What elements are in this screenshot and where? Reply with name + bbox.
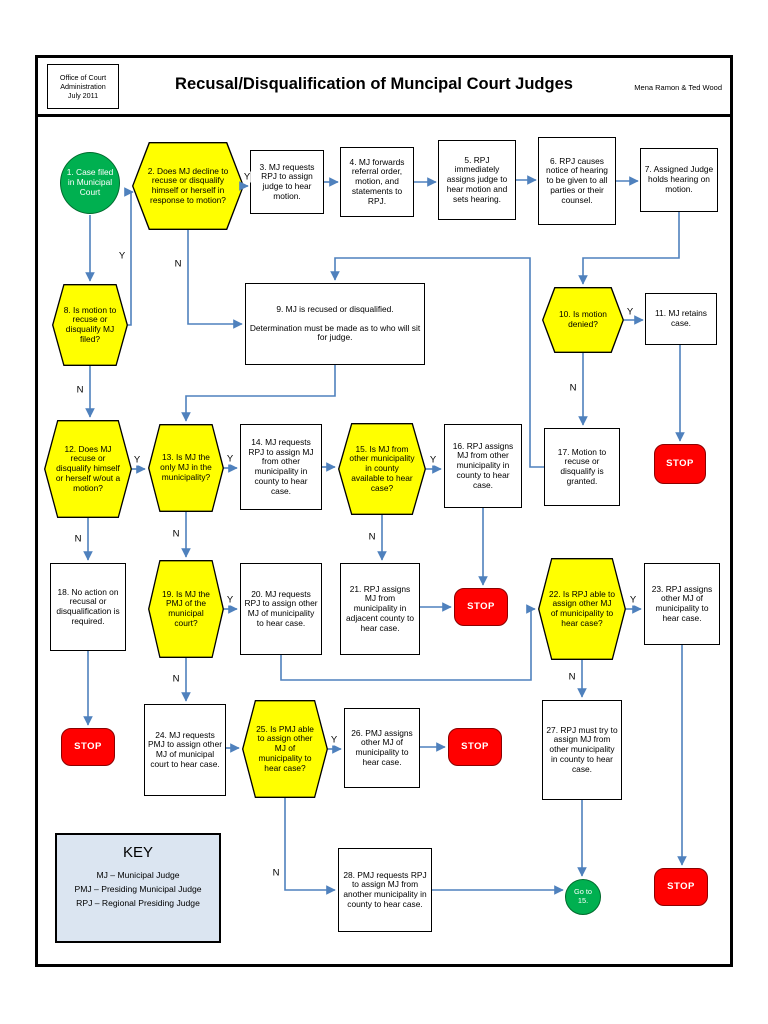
node-6-text: 6. RPJ causes notice of hearing to be gi… (546, 155, 608, 205)
node-25-decision: 25. Is PMJ able to assign other MJ of mu… (242, 700, 328, 798)
node-7-text: 7. Assigned Judge holds hearing on motio… (644, 164, 714, 194)
node-8-text: 8. Is motion to recuse or disqualify MJ … (63, 304, 117, 344)
node-13-decision: 13. Is MJ the only MJ in the municipalit… (148, 424, 224, 512)
node-2-decision: 2. Does MJ decline to recuse or disquali… (132, 142, 244, 230)
node-13-text: 13. Is MJ the only MJ in the municipalit… (160, 452, 212, 482)
node-17-text: 17. Motion to recuse or disqualify is gr… (557, 446, 607, 486)
node-22-decision: 22. Is RPJ able to assign other MJ of mu… (538, 558, 626, 660)
edge-label-n: N (567, 671, 577, 683)
node-20-process: 20. MJ requests RPJ to assign other MJ o… (240, 563, 322, 655)
goto-15-connector: Go to 15. (565, 879, 601, 915)
node-17-process: 17. Motion to recuse or disqualify is gr… (544, 428, 620, 506)
node-11-process: 11. MJ retains case. (645, 293, 717, 345)
header: Office of Court Administration July 2011… (35, 55, 733, 117)
stop-4: STOP (448, 728, 502, 766)
node-1-text: 1. Case filed in Municipal Court (66, 167, 114, 197)
edge-label-n: N (75, 384, 85, 396)
stop-5: STOP (654, 868, 708, 906)
node-5-process: 5. RPJ immediately assigns judge to hear… (438, 140, 516, 220)
node-3-text: 3. MJ requests RPJ to assign judge to he… (259, 161, 315, 201)
key-legend: KEY MJ – Municipal Judge PMJ – Presiding… (55, 833, 221, 943)
key-line-rpj: RPJ – Regional Presiding Judge (76, 897, 200, 908)
node-3-process: 3. MJ requests RPJ to assign judge to he… (250, 150, 324, 214)
node-27-text: 27. RPJ must try to assign MJ from other… (546, 724, 618, 774)
edge-label-y: Y (329, 734, 339, 746)
node-15-decision: 15. Is MJ from other municipality in cou… (338, 423, 426, 515)
node-9-text-line1: 9. MJ is recused or disqualified. (276, 303, 394, 314)
node-7-process: 7. Assigned Judge holds hearing on motio… (640, 148, 718, 212)
edge-label-n: N (171, 673, 181, 685)
node-26-text: 26. PMJ assigns other MJ of municipality… (351, 727, 413, 767)
node-4-text: 4. MJ forwards referral order, motion, a… (349, 156, 405, 206)
node-11-text: 11. MJ retains case. (655, 308, 707, 328)
node-2-text: 2. Does MJ decline to recuse or disquali… (147, 165, 229, 205)
edge-label-n: N (568, 382, 578, 394)
edge-label-y: Y (225, 594, 235, 606)
node-14-process: 14. MJ requests RPJ to assign MJ from ot… (240, 424, 322, 510)
node-22-text: 22. Is RPJ able to assign other MJ of mu… (548, 588, 616, 628)
stop-4-text: STOP (461, 741, 489, 753)
stop-5-text: STOP (667, 881, 695, 893)
node-23-process: 23. RPJ assigns other MJ of municipality… (644, 563, 720, 645)
edge-label-y: Y (242, 171, 252, 183)
key-title: KEY (122, 844, 153, 861)
node-20-text: 20. MJ requests RPJ to assign other MJ o… (244, 588, 318, 628)
edge-label-y: Y (132, 454, 142, 466)
node-16-text: 16. RPJ assigns MJ from other municipali… (452, 440, 514, 490)
org-box: Office of Court Administration July 2011 (47, 64, 119, 109)
node-5-text: 5. RPJ immediately assigns judge to hear… (446, 154, 508, 204)
edge-label-y: Y (628, 594, 638, 606)
key-line-pmj: PMJ – Presiding Municipal Judge (74, 883, 202, 894)
stop-3-text: STOP (74, 741, 102, 753)
node-1-start: 1. Case filed in Municipal Court (60, 152, 120, 214)
edge-label-y: Y (225, 453, 235, 465)
stop-3: STOP (61, 728, 115, 766)
node-15-text: 15. Is MJ from other municipality in cou… (349, 443, 415, 493)
edge-label-y: Y (625, 306, 635, 318)
node-10-decision: 10. Is motion denied? (542, 287, 624, 353)
node-21-process: 21. RPJ assigns MJ from municipality in … (340, 563, 420, 655)
node-18-text: 18. No action on recusal or disqualifica… (56, 586, 120, 626)
node-19-text: 19. Is MJ the PMJ of the municipal court… (162, 588, 210, 628)
node-8-decision: 8. Is motion to recuse or disqualify MJ … (52, 284, 128, 366)
node-9-text-line2: Determination must be made as to who wil… (249, 322, 421, 343)
node-10-text: 10. Is motion denied? (559, 309, 607, 329)
edge-label-n: N (171, 528, 181, 540)
node-19-decision: 19. Is MJ the PMJ of the municipal court… (148, 560, 224, 658)
stop-1: STOP (654, 444, 706, 484)
stop-2-text: STOP (467, 601, 495, 613)
edge-label-n: N (271, 867, 281, 879)
edge-label-n: N (73, 533, 83, 545)
node-14-text: 14. MJ requests RPJ to assign MJ from ot… (248, 436, 314, 496)
node-21-text: 21. RPJ assigns MJ from municipality in … (346, 583, 414, 633)
node-12-decision: 12. Does MJ recuse or disqualify himself… (44, 420, 132, 518)
node-9-process: 9. MJ is recused or disqualified. Determ… (245, 283, 425, 365)
node-16-process: 16. RPJ assigns MJ from other municipali… (444, 424, 522, 508)
node-23-text: 23. RPJ assigns other MJ of municipality… (651, 583, 713, 623)
node-28-process: 28. PMJ requests RPJ to assign MJ from a… (338, 848, 432, 932)
edge-label-y: Y (428, 454, 438, 466)
node-26-process: 26. PMJ assigns other MJ of municipality… (344, 708, 420, 788)
node-18-process: 18. No action on recusal or disqualifica… (50, 563, 126, 651)
node-4-process: 4. MJ forwards referral order, motion, a… (340, 147, 414, 217)
node-25-text: 25. Is PMJ able to assign other MJ of mu… (256, 723, 314, 773)
goto-15-text: Go to 15. (573, 887, 593, 905)
node-28-text: 28. PMJ requests RPJ to assign MJ from a… (343, 869, 427, 909)
stop-1-text: STOP (666, 458, 694, 470)
node-27-process: 27. RPJ must try to assign MJ from other… (542, 700, 622, 800)
stop-2: STOP (454, 588, 508, 626)
edge-label-n: N (367, 531, 377, 543)
node-24-process: 24. MJ requests PMJ to assign other MJ o… (144, 704, 226, 796)
author-credit: Mena Ramon & Ted Wood (634, 83, 722, 92)
node-24-text: 24. MJ requests PMJ to assign other MJ o… (148, 729, 223, 769)
node-6-process: 6. RPJ causes notice of hearing to be gi… (538, 137, 616, 225)
edge-label-n: N (173, 258, 183, 270)
edge-label-y: Y (117, 250, 127, 262)
key-line-mj: MJ – Municipal Judge (96, 870, 180, 880)
node-12-text: 12. Does MJ recuse or disqualify himself… (55, 443, 121, 493)
page-title: Recusal/Disqualification of Muncipal Cou… (175, 75, 573, 93)
